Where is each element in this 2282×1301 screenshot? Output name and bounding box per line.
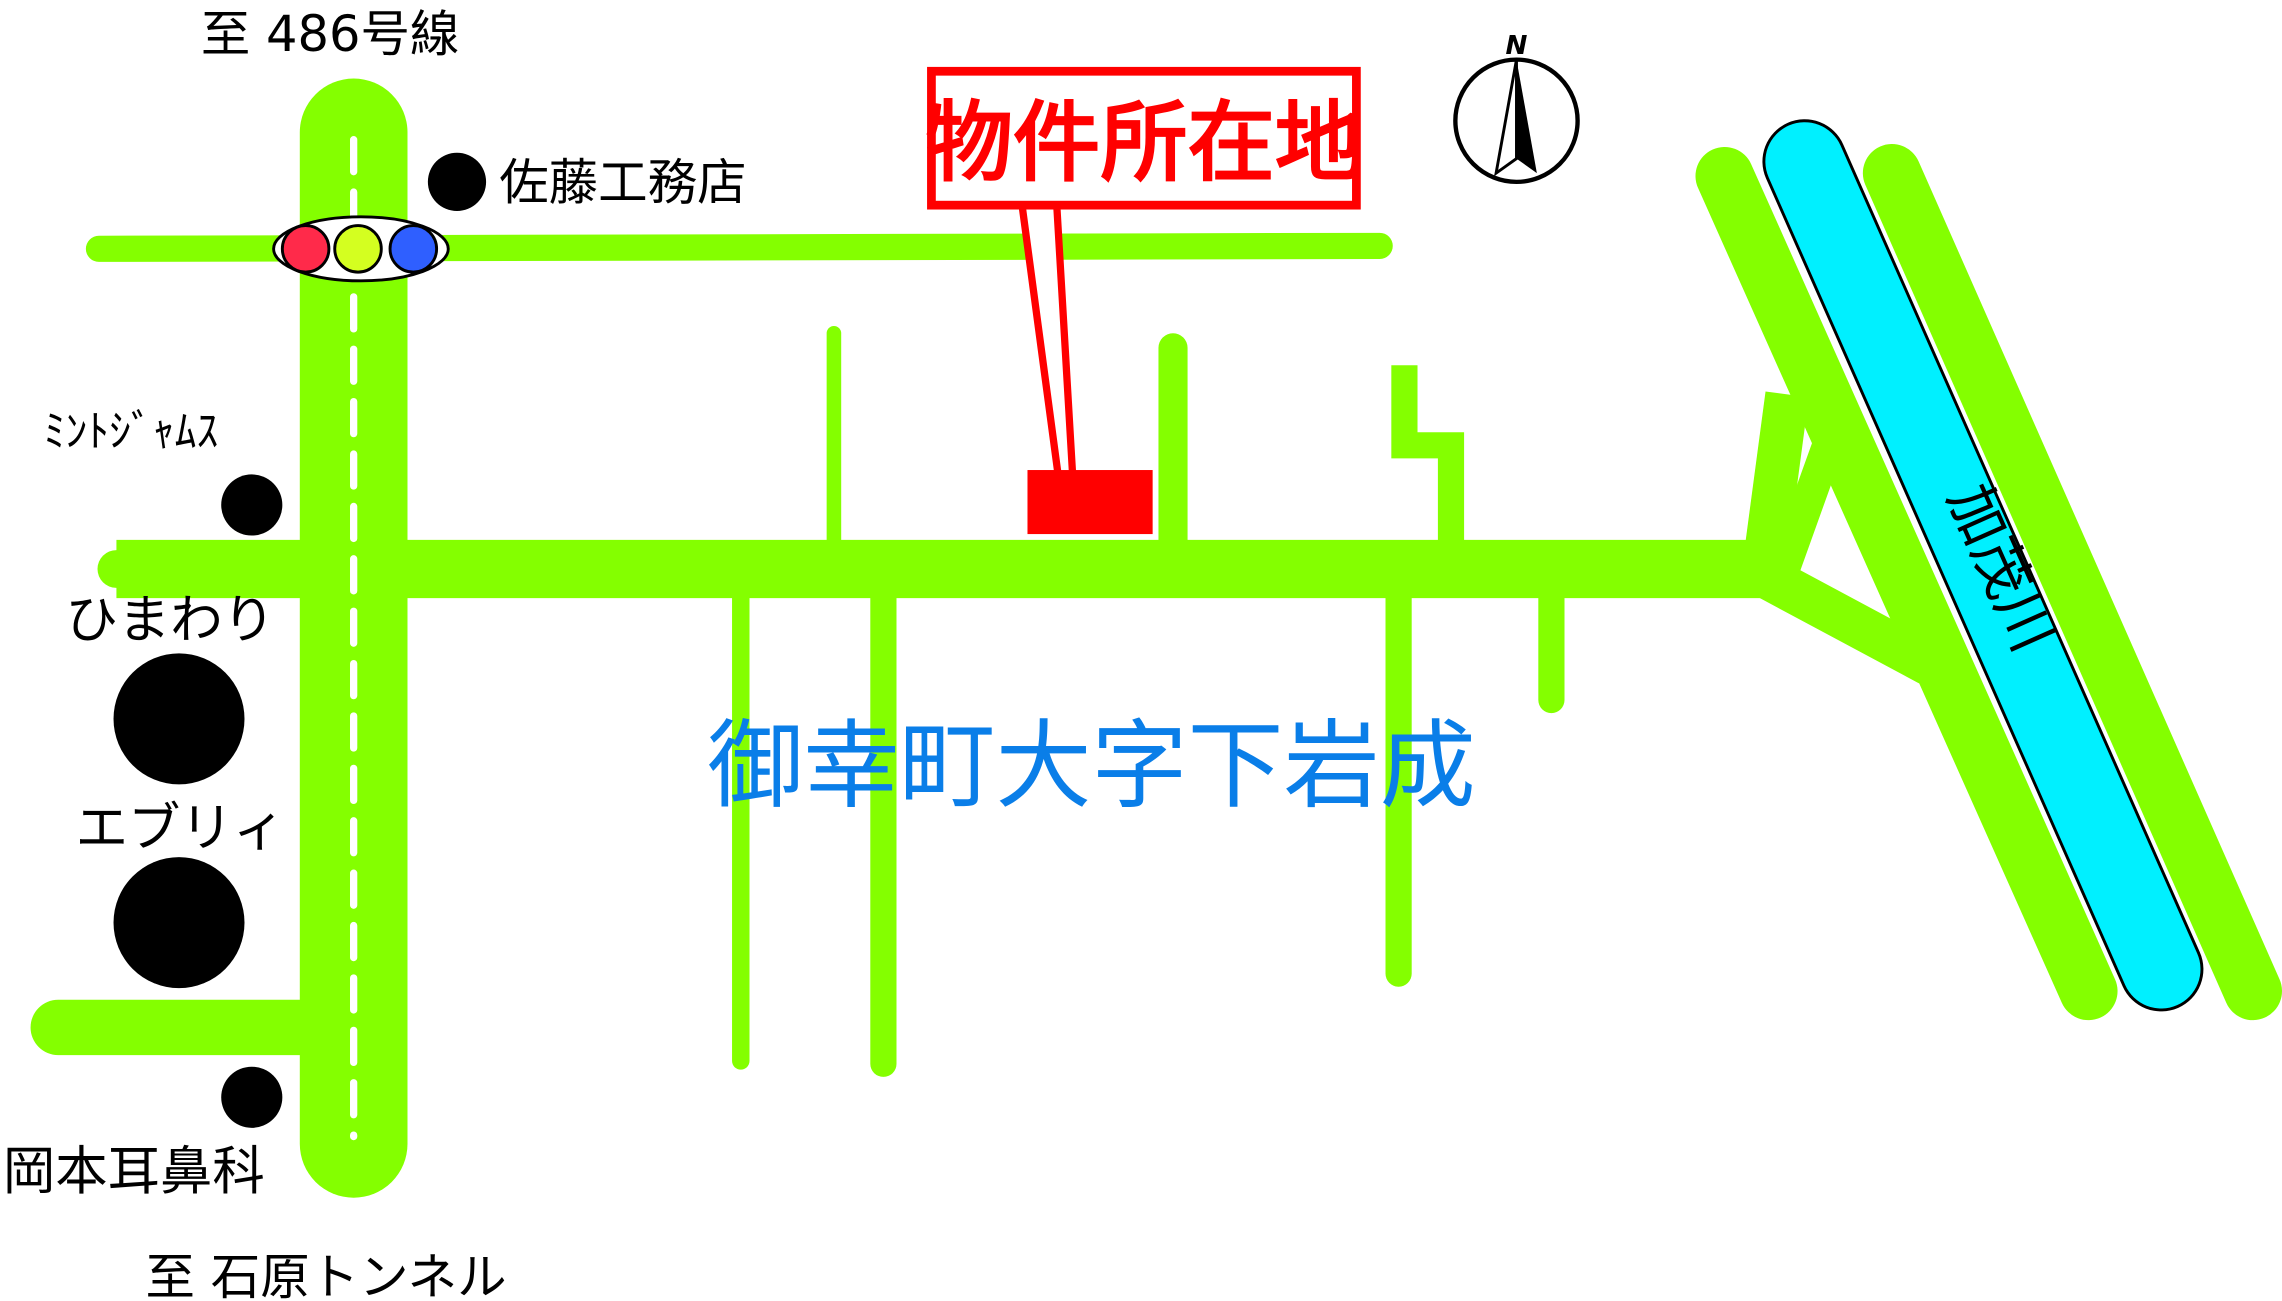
svg-text:ひまわり: ひまわり [65, 589, 275, 650]
riverside-road-east [1862, 144, 2282, 1021]
landmark-dot-icon [427, 152, 487, 211]
svg-text:N: N [1506, 31, 1528, 61]
river [1762, 119, 2204, 1012]
landmark-dot-icon [221, 1066, 283, 1128]
north-route-label: 至 486号線 [201, 5, 460, 63]
area-label: 御幸町大字下岩成 [707, 710, 1475, 822]
compass-north-icon: N [1453, 31, 1580, 185]
property-location [1027, 470, 1153, 535]
svg-text:佐藤工務店: 佐藤工務店 [499, 153, 746, 211]
landmark-sato: 佐藤工務店 [427, 152, 747, 211]
roads [30, 78, 2282, 1198]
riverside-road-west [1695, 146, 2118, 1021]
landmark-okamoto: 岡本耳鼻科 [3, 1066, 283, 1202]
landmark-every: エブリィ [76, 798, 286, 989]
property-label: 物件所在地 [926, 92, 1363, 194]
landmark-mintjams: ﾐﾝﾄｼﾞｬﾑｽ [44, 407, 283, 536]
svg-text:エブリィ: エブリィ [76, 798, 286, 859]
landmark-dot-icon [113, 653, 245, 785]
south-route-label: 至 石原トンネル [146, 1248, 507, 1301]
landmark-dot-icon [113, 857, 245, 989]
property-marker: 物件所在地 [926, 66, 1363, 535]
landmark-himawari: ひまわり [65, 589, 275, 785]
landmark-dot-icon [221, 474, 283, 536]
svg-text:ﾐﾝﾄｼﾞｬﾑｽ: ﾐﾝﾄｼﾞｬﾑｽ [44, 407, 219, 458]
traffic-signal-icon [272, 215, 450, 283]
svg-text:岡本耳鼻科: 岡本耳鼻科 [3, 1141, 265, 1202]
